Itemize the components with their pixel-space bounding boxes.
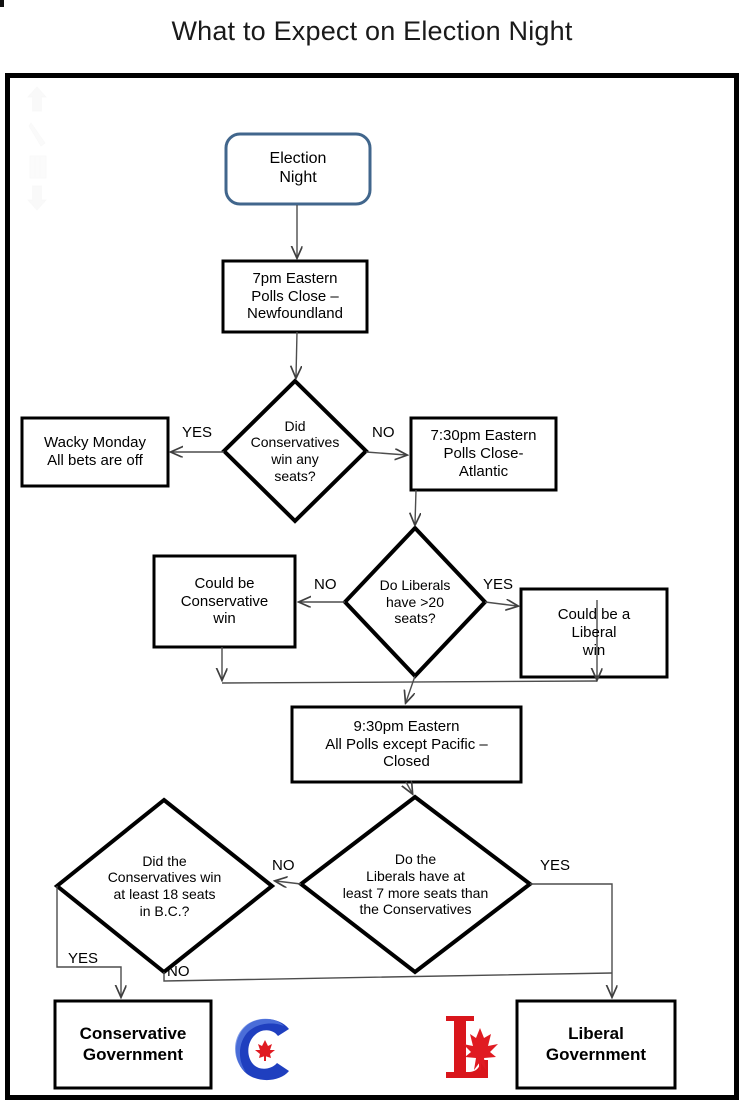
- page-title: What to Expect on Election Night: [171, 16, 573, 46]
- node-consgov-label: Conservative Government: [79, 1024, 187, 1064]
- liberal-logo: [438, 1008, 512, 1088]
- node-start-label: Election Night: [269, 150, 327, 186]
- bars-icon: [29, 155, 47, 179]
- node-polls930-label: 9:30pm Eastern All Polls except Pacific …: [325, 717, 488, 771]
- node-wacky-label: Wacky Monday All bets are off: [44, 434, 146, 469]
- node-polls730-label: 7:30pm Eastern Polls Close- Atlantic: [430, 427, 537, 480]
- edge-label-yes-q4: YES: [540, 857, 571, 874]
- edge-label-no-q4: NO: [272, 857, 295, 874]
- edge-label-no-q3: NO: [167, 963, 190, 980]
- edge-label-yes-q3: YES: [68, 950, 99, 967]
- conservative-logo: [227, 1013, 301, 1085]
- edge-label-no-q1: NO: [372, 424, 395, 441]
- edge-label-no-q2: NO: [314, 576, 337, 593]
- node-polls7-label: 7pm Eastern Polls Close – Newfoundland: [247, 269, 343, 323]
- node-q3-label: Did the Conservatives win at least 18 se…: [107, 852, 222, 919]
- node-q2-label: Do Liberals have >20 seats?: [379, 577, 451, 627]
- node-couldcon-label: Could be Conservative win: [180, 574, 269, 628]
- up-arrow-icon: [26, 86, 48, 112]
- corner-mark: [0, 0, 4, 7]
- node-q4-label: Do the Liberals have at least 7 more sea…: [342, 851, 489, 918]
- pen-line-icon: [28, 121, 48, 147]
- node-q1-label: Did Conservatives win any seats?: [250, 417, 340, 484]
- node-couldlib-label: Could be a Liberal win: [557, 606, 631, 659]
- node-libgov-label: Liberal Government: [545, 1024, 647, 1064]
- edge-label-yes-q2: YES: [483, 576, 514, 593]
- down-arrow-icon: [26, 185, 48, 211]
- edge-label-yes-q1: YES: [182, 424, 213, 441]
